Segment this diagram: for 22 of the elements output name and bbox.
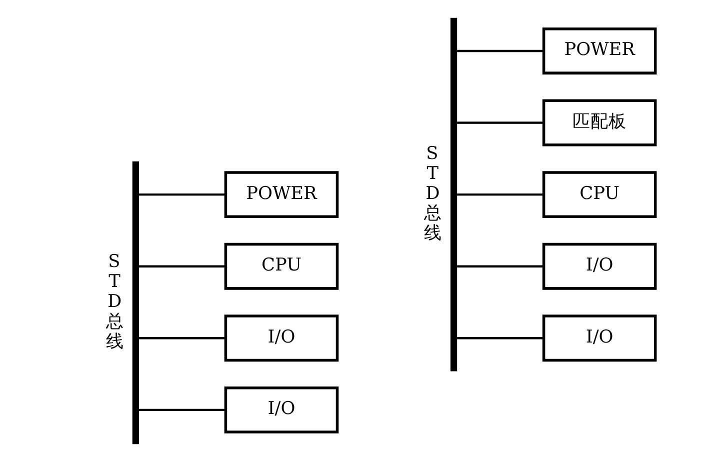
connector: [457, 121, 544, 124]
connector: [457, 49, 544, 52]
node-box: [450, 17, 458, 371]
connector: [139, 336, 226, 339]
node-box: POWER: [542, 27, 657, 74]
node-box: I/O: [542, 242, 657, 290]
node-box: I/O: [542, 314, 657, 362]
node-box: I/O: [224, 386, 339, 433]
connector: [457, 336, 544, 339]
connector: [457, 264, 544, 267]
connector: [139, 264, 226, 267]
node-box: 匹配板: [542, 98, 657, 146]
connector: [139, 408, 226, 411]
node-label: STD总线: [424, 143, 442, 244]
node-box: [132, 160, 139, 444]
connector: [139, 192, 226, 196]
node-box: CPU: [224, 242, 339, 290]
node-box: CPU: [542, 170, 657, 218]
node-label: STD总线: [106, 252, 124, 352]
connector: [457, 192, 544, 196]
node-box: I/O: [224, 314, 339, 362]
node-box: POWER: [224, 170, 339, 218]
